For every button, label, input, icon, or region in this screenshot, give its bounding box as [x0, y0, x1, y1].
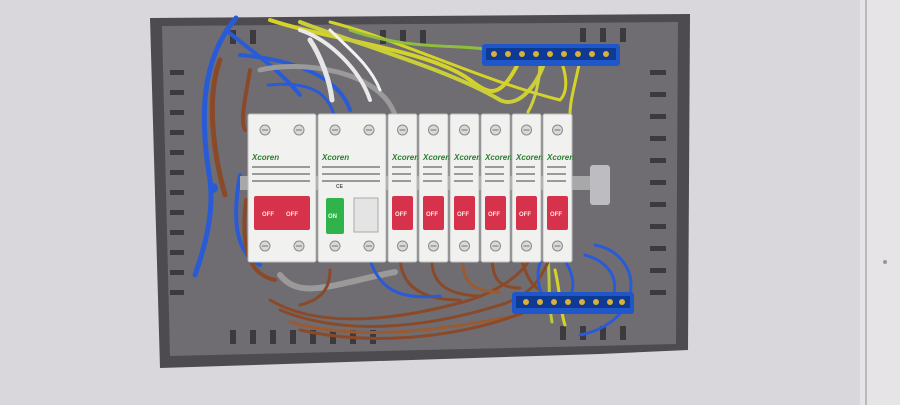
toggle-off[interactable] — [547, 196, 568, 230]
breaker-body — [542, 113, 573, 263]
spec-text — [392, 166, 411, 168]
spec-text — [454, 173, 473, 175]
toggle-on-label: ON — [328, 214, 337, 220]
vent-slots-right — [650, 70, 666, 295]
brand-label: Xcoren — [422, 153, 450, 162]
toggle-off-label: OFF — [550, 212, 562, 218]
spec-text — [516, 173, 535, 175]
spec-text — [392, 180, 411, 182]
spec-text — [516, 166, 535, 168]
spec-text — [485, 180, 504, 182]
brand-label: Xcoren — [515, 153, 543, 162]
neutral-busbar-bottom — [512, 292, 634, 314]
toggle-off-label: OFF — [426, 212, 438, 218]
ce-mark: CE — [336, 184, 344, 190]
brand-label: Xcoren — [484, 153, 512, 162]
spec-text — [252, 166, 310, 168]
breaker-body — [480, 113, 511, 263]
spec-text — [454, 166, 473, 168]
spec-text — [322, 173, 380, 175]
vent-slots-left — [170, 70, 184, 295]
test-panel — [353, 197, 379, 233]
breaker-body — [511, 113, 542, 263]
toggle-off-label: OFF — [286, 212, 298, 218]
breaker-body — [418, 113, 449, 263]
spec-text — [322, 180, 380, 182]
spec-text — [547, 173, 566, 175]
toggle-off-label: OFF — [488, 212, 500, 218]
spec-text — [252, 173, 310, 175]
spec-text — [322, 166, 380, 168]
spec-text — [423, 180, 442, 182]
breaker-body — [449, 113, 480, 263]
toggle-off-label: OFF — [519, 212, 531, 218]
toggle-off-label: OFF — [395, 212, 407, 218]
toggle-off[interactable] — [392, 196, 413, 230]
toggle-off[interactable] — [423, 196, 444, 230]
spec-text — [423, 173, 442, 175]
brand-label: Xcoren — [546, 153, 574, 162]
toggle-off-label: OFF — [457, 212, 469, 218]
brand-label: Xcoren — [453, 153, 481, 162]
toggle-on[interactable] — [326, 198, 344, 234]
spec-text — [485, 173, 504, 175]
spec-text — [252, 180, 310, 182]
toggle-off[interactable] — [454, 196, 475, 230]
brand-label: Xcoren — [391, 153, 419, 162]
spec-text — [423, 166, 442, 168]
spec-text — [547, 166, 566, 168]
spec-text — [516, 180, 535, 182]
breaker-body — [247, 113, 317, 263]
toggle-off[interactable] — [485, 196, 506, 230]
breaker-body — [387, 113, 418, 263]
breaker-body — [317, 113, 387, 263]
toggle-off[interactable] — [254, 196, 310, 230]
spec-text — [485, 166, 504, 168]
toggle-off[interactable] — [516, 196, 537, 230]
cable-tie — [208, 183, 218, 193]
earth-busbar-top — [482, 44, 620, 66]
spec-text — [547, 180, 566, 182]
brand-label: Xcoren — [251, 153, 279, 162]
brand-label: Xcoren — [321, 153, 349, 162]
toggle-off-label: OFF — [262, 212, 274, 218]
spec-text — [454, 180, 473, 182]
rail-end-stop — [590, 165, 610, 205]
spec-text — [392, 173, 411, 175]
